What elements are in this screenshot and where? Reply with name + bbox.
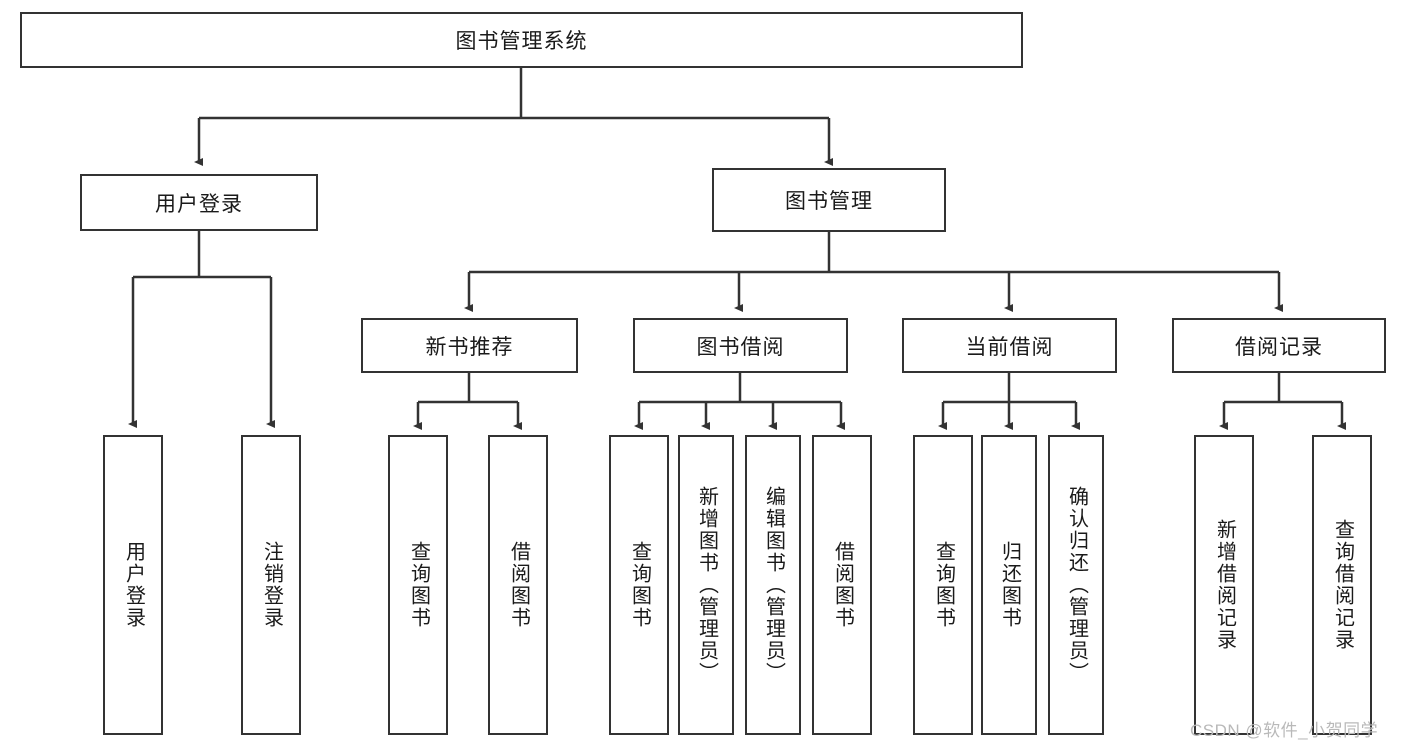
node-label: 图书管理系统 — [455, 30, 588, 53]
leaf-query-borrow-record[interactable]: 查询借阅记录 — [1312, 435, 1372, 735]
leaf-add-book-admin[interactable]: 新增图书（管理员） — [678, 435, 734, 735]
node-label: 用户登录 — [155, 192, 243, 216]
node-current-borrow[interactable]: 当前借阅 — [902, 318, 1117, 373]
node-root-book-management-system[interactable]: 图书管理系统 — [20, 12, 1023, 68]
node-label: 图书借阅 — [696, 335, 785, 359]
node-label: 图书管理 — [785, 190, 873, 213]
node-label: 查询图书 — [932, 541, 955, 629]
leaf-borrow-book-borrow[interactable]: 借阅图书 — [812, 435, 872, 735]
leaf-borrow-book-recommend[interactable]: 借阅图书 — [488, 435, 548, 735]
node-label: 借阅图书 — [507, 541, 530, 629]
node-book-management[interactable]: 图书管理 — [712, 168, 946, 232]
leaf-query-book-recommend[interactable]: 查询图书 — [388, 435, 448, 735]
leaf-user-logout[interactable]: 注销登录 — [241, 435, 301, 735]
node-label: 借阅记录 — [1235, 335, 1323, 359]
node-label: 查询图书 — [407, 541, 430, 629]
leaf-return-book[interactable]: 归还图书 — [981, 435, 1037, 735]
node-label: 查询借阅记录 — [1331, 519, 1354, 651]
leaf-user-login[interactable]: 用户登录 — [103, 435, 163, 735]
node-label: 归还图书 — [998, 541, 1021, 629]
node-label: 新增借阅记录 — [1213, 519, 1236, 651]
node-label: 查询图书 — [628, 541, 651, 629]
node-label: 当前借阅 — [965, 335, 1054, 359]
node-user-login[interactable]: 用户登录 — [80, 174, 318, 231]
leaf-edit-book-admin[interactable]: 编辑图书（管理员） — [745, 435, 801, 735]
node-label: 新书推荐 — [425, 335, 514, 359]
node-label: 用户登录 — [122, 541, 145, 629]
node-new-book-recommend[interactable]: 新书推荐 — [361, 318, 578, 373]
csdn-watermark: CSDN @软件_小贺同学 — [1190, 721, 1379, 740]
node-label: 编辑图书（管理员） — [762, 486, 785, 684]
leaf-query-book-borrow[interactable]: 查询图书 — [609, 435, 669, 735]
node-borrow-record[interactable]: 借阅记录 — [1172, 318, 1386, 373]
node-book-borrow[interactable]: 图书借阅 — [633, 318, 848, 373]
leaf-confirm-return-admin[interactable]: 确认归还（管理员） — [1048, 435, 1104, 735]
node-label: 新增图书（管理员） — [695, 486, 718, 684]
leaf-add-borrow-record[interactable]: 新增借阅记录 — [1194, 435, 1254, 735]
leaf-query-book-current[interactable]: 查询图书 — [913, 435, 973, 735]
node-label: 借阅图书 — [831, 541, 854, 629]
node-label: 确认归还（管理员） — [1065, 486, 1088, 684]
node-label: 注销登录 — [260, 541, 283, 629]
